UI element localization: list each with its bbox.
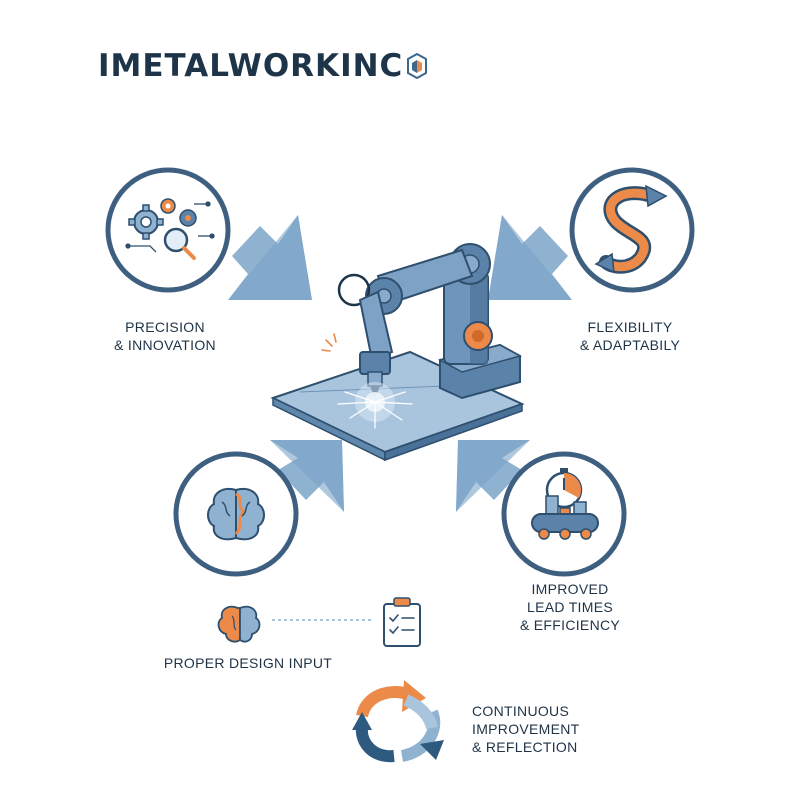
label-design-line1: PROPER DESIGN INPUT (163, 655, 333, 671)
label-continuous-line3: & REFLECTION (472, 739, 578, 755)
flexible-s-arrows-icon (594, 184, 668, 274)
label-precision: PRECISION & INNOVATION (90, 318, 240, 354)
hex-logo-icon (407, 53, 428, 79)
label-continuous: CONTINUOUS IMPROVEMENT & REFLECTION (472, 702, 632, 756)
label-lead-line2: LEAD TIMES (527, 599, 613, 615)
label-flexibility-line2: & ADAPTABILY (579, 337, 681, 353)
robotic-welding-arm-icon (270, 243, 525, 462)
label-lead-times: IMPROVED LEAD TIMES & EFFICIENCY (495, 580, 645, 634)
node-lead-times (501, 451, 627, 577)
arrow-from-design (270, 440, 344, 512)
stopwatch-conveyor-icon (531, 468, 599, 540)
gears-magnifier-icon (125, 198, 215, 260)
label-flexibility-line1: FLEXIBILITY (587, 319, 673, 335)
brain-icon (207, 488, 265, 541)
brand-name: IMETALWORKINC (98, 48, 404, 84)
node-design (173, 451, 299, 577)
label-flexibility: FLEXIBILITY & ADAPTABILY (555, 318, 705, 354)
arrow-from-flexibility (488, 215, 572, 300)
label-continuous-line2: IMPROVEMENT (472, 721, 580, 737)
label-precision-line1: PRECISION (125, 319, 205, 335)
small-brain-icon (217, 605, 261, 643)
label-continuous-line1: CONTINUOUS (472, 703, 570, 719)
label-lead-line1: IMPROVED (531, 581, 609, 597)
label-precision-line2: & INNOVATION (114, 337, 216, 353)
arrow-from-lead-times (456, 440, 530, 512)
node-flexibility (569, 167, 695, 293)
node-precision (105, 167, 231, 293)
label-design: PROPER DESIGN INPUT (148, 654, 348, 672)
clipboard-checklist-icon (383, 597, 421, 647)
brand-logo: IMETALWORKINC (98, 48, 428, 84)
label-lead-line3: & EFFICIENCY (519, 617, 621, 633)
cycle-arrows-icon (352, 680, 444, 763)
arrow-from-precision (228, 215, 312, 300)
